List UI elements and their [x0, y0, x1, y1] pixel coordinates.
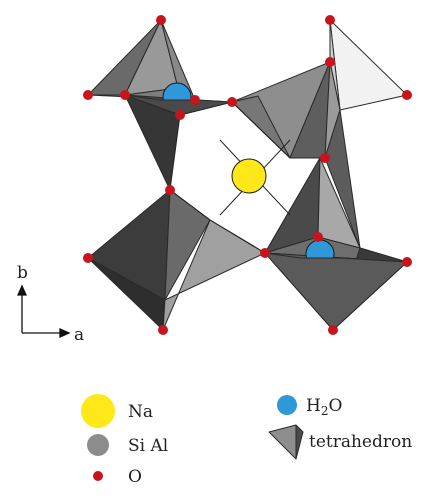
- oxygen-atom: [325, 15, 335, 25]
- oxygen-atom: [190, 95, 200, 105]
- tetrahedron-lower-left: [87, 189, 266, 331]
- legend-si-al-label: Si Al: [128, 436, 168, 456]
- axis-label-b: b: [17, 263, 28, 283]
- legend-si-al-swatch: [87, 434, 109, 456]
- legend-na-swatch: [81, 394, 115, 428]
- legend-tetrahedron-swatch: [268, 424, 304, 460]
- tetrahedron-right-middle: [324, 109, 361, 249]
- oxygen-atom: [83, 90, 93, 100]
- oxygen-atom: [165, 185, 175, 195]
- legend: Na Si Al O H2O tetrahedron: [81, 394, 412, 487]
- legend-h2o-swatch: [277, 395, 297, 415]
- oxygen-atom: [325, 57, 335, 67]
- oxygen-atom: [260, 248, 270, 258]
- oxygen-atom: [175, 110, 185, 120]
- legend-o-label: O: [128, 467, 142, 487]
- sodium-atom: [231, 158, 267, 194]
- oxygen-atom: [402, 90, 412, 100]
- axis-label-a: a: [74, 325, 84, 345]
- oxygen-atom: [402, 257, 412, 267]
- oxygen-atom: [313, 232, 323, 242]
- tetrahedron-upper-right: [324, 19, 408, 159]
- oxygen-atom: [158, 325, 168, 335]
- oxygen-atoms: [83, 15, 412, 335]
- legend-tetrahedron-label: tetrahedron: [309, 432, 412, 452]
- legend-na-label: Na: [128, 402, 153, 422]
- oxygen-atom: [328, 325, 338, 335]
- legend-h2o-label: H2O: [306, 396, 342, 418]
- oxygen-atom: [156, 15, 166, 25]
- oxygen-atom: [120, 90, 130, 100]
- oxygen-atom: [83, 253, 93, 263]
- axis-indicator: [16, 284, 71, 339]
- oxygen-atom: [227, 97, 237, 107]
- h2o-cover-lower: [263, 252, 409, 331]
- legend-o-swatch: [93, 471, 103, 481]
- oxygen-atom: [320, 153, 330, 163]
